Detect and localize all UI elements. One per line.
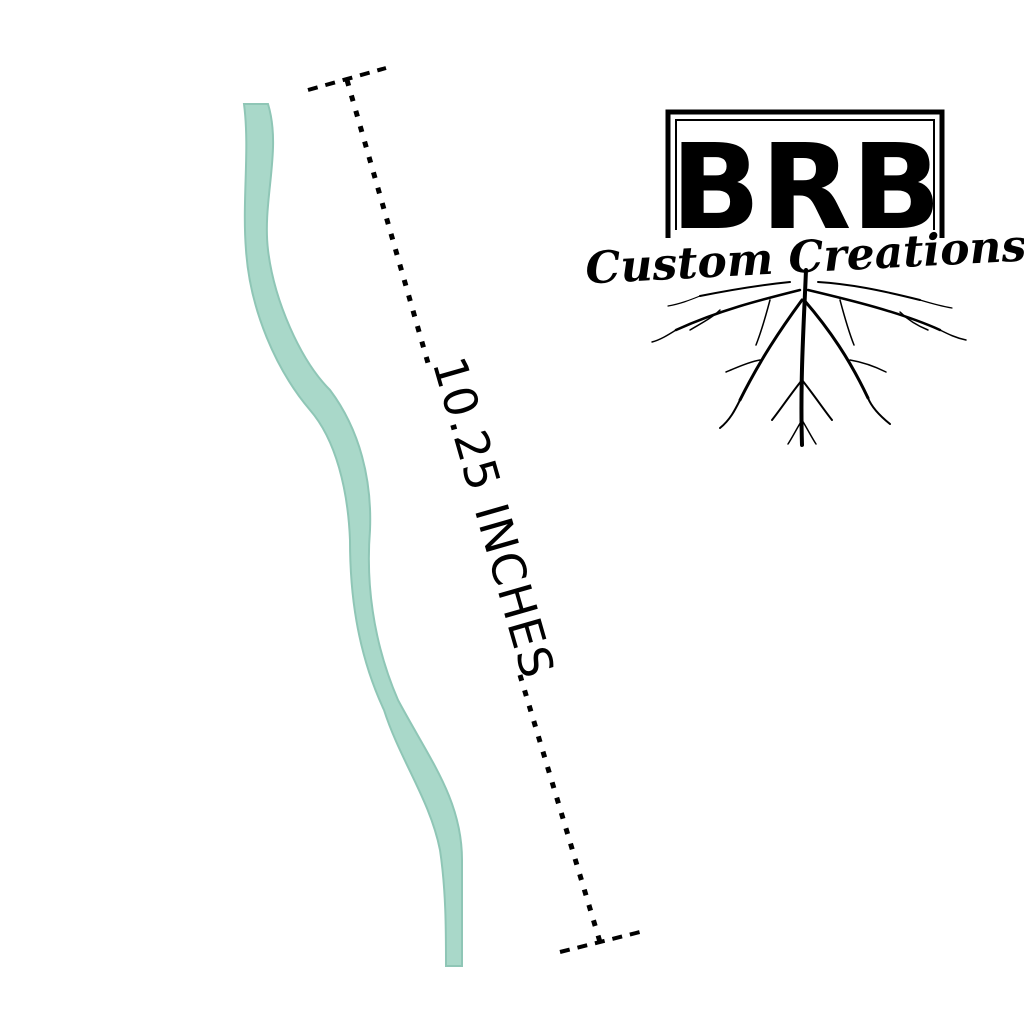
measurement-bottom-cap — [559, 930, 641, 954]
roots-icon — [651, 268, 967, 447]
wavy-strip-body — [242, 103, 463, 967]
measurement-top-cap — [307, 66, 387, 92]
logo-letters: BRB — [671, 118, 942, 256]
brand-logo: BRB Custom Creations — [584, 109, 1024, 447]
measurement-label: 10.25 INCHES — [422, 351, 565, 684]
measurement-dotted-line-upper — [344, 79, 433, 371]
logo-frame — [665, 109, 945, 238]
measurement-dotted-line-lower — [517, 674, 603, 943]
wavy-strip — [242, 103, 463, 967]
